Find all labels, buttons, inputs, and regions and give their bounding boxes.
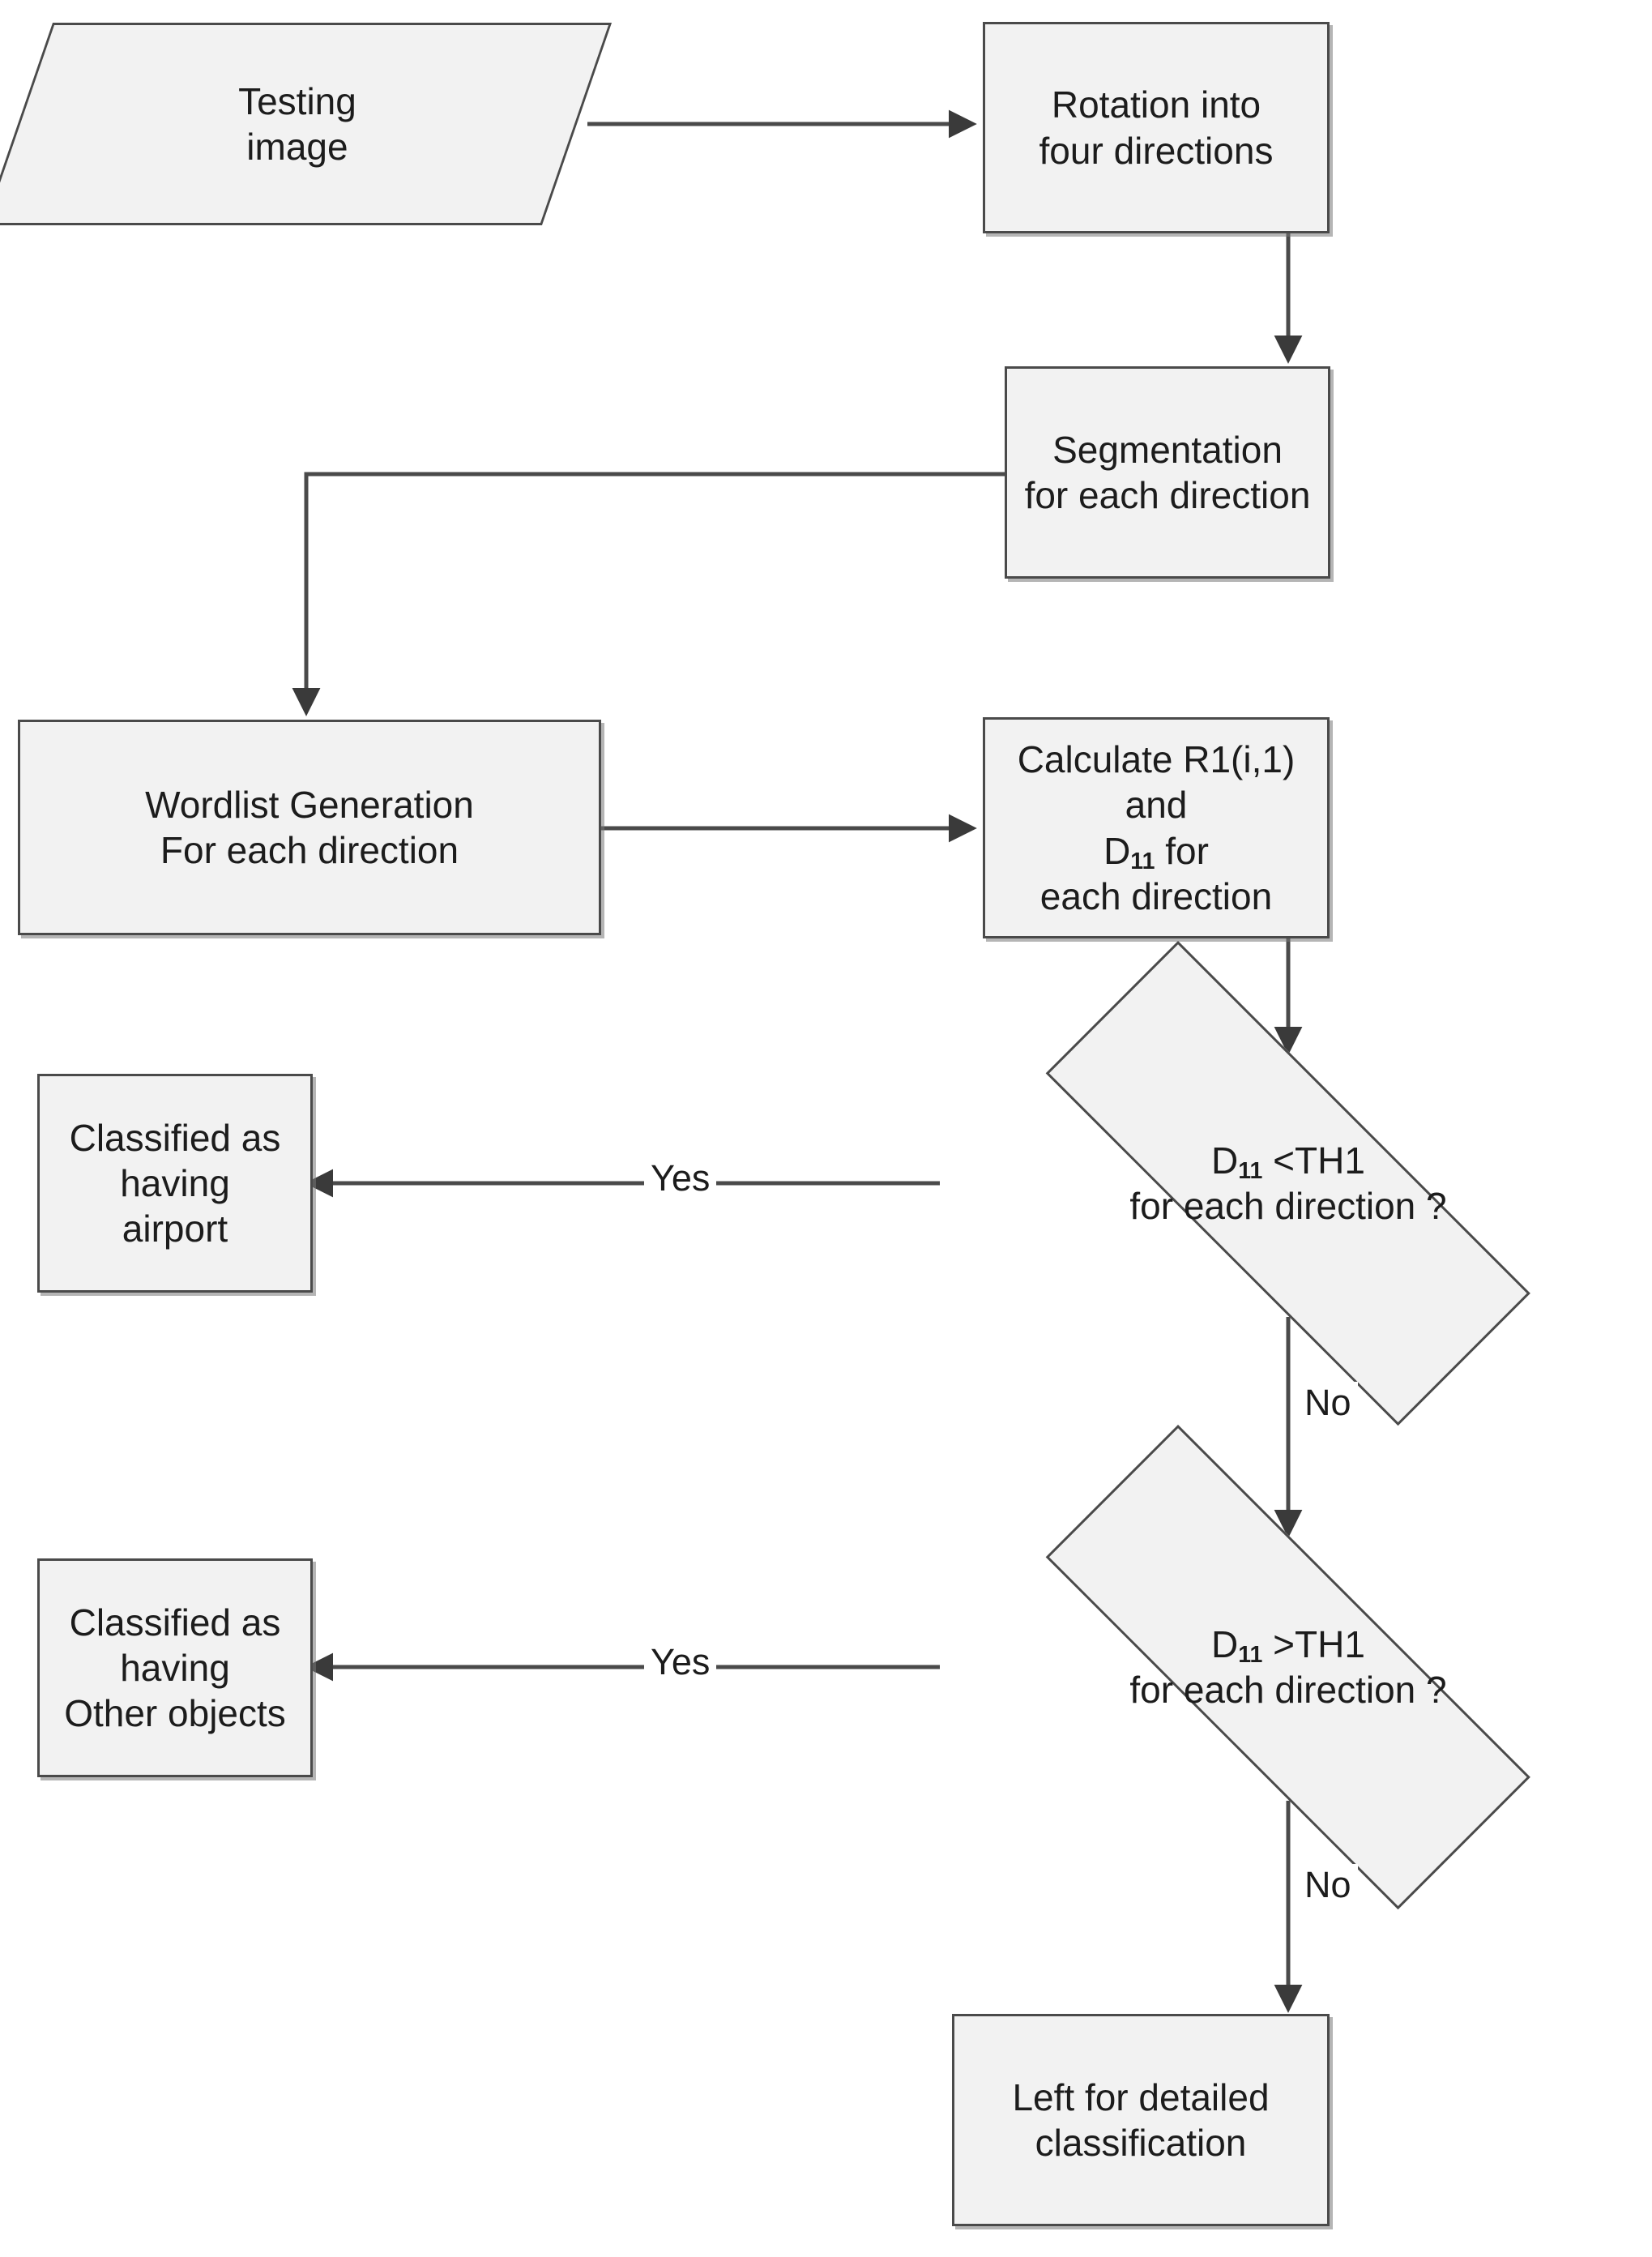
decision2-line1-suffix: >TH1 bbox=[1262, 1622, 1365, 1665]
node-decision-lt-th1[interactable]: D11 <TH1 for each direction ? bbox=[936, 941, 1641, 1426]
node-decision-gt-th1[interactable]: D11 >TH1 for each direction ? bbox=[936, 1425, 1641, 1909]
node-classified-airport-line1: Classified as having bbox=[69, 1116, 281, 1204]
node-classified-other-objects[interactable]: Classified as having Other objects bbox=[37, 1558, 313, 1777]
node-detailed-text: Left for detailed classification bbox=[954, 2075, 1327, 2165]
node-segmentation-text: Segmentation for each direction bbox=[1007, 427, 1328, 518]
node-calculate-line1: Calculate R1(i,1) and bbox=[1017, 738, 1296, 827]
decision1-text: D11 <TH1 for each direction ? bbox=[936, 1051, 1641, 1315]
node-calculate-text: Calculate R1(i,1) and D11 for each direc… bbox=[985, 737, 1327, 918]
decision1-line2: for each direction ? bbox=[1129, 1185, 1447, 1227]
decision1-line1-subscript: 11 bbox=[1238, 1158, 1263, 1185]
edge-segmentation-to-wordlist bbox=[292, 472, 1005, 716]
node-calculate-line3: each direction bbox=[1039, 874, 1273, 917]
node-calculate-line2-suffix: for bbox=[1155, 829, 1209, 872]
node-calculate-line2-prefix: D bbox=[1103, 829, 1131, 872]
edge-label-yes-2: Yes bbox=[644, 1641, 717, 1683]
node-detailed-line1: Left for detailed bbox=[1012, 2075, 1270, 2118]
node-wordlist-text: Wordlist Generation For each direction bbox=[20, 782, 599, 873]
node-wordlist[interactable]: Wordlist Generation For each direction bbox=[18, 720, 601, 935]
decision2-text: D11 >TH1 for each direction ? bbox=[936, 1535, 1641, 1799]
edge-label-no-1: No bbox=[1298, 1382, 1358, 1424]
node-calculate-line2-subscript: 11 bbox=[1130, 848, 1155, 874]
node-detailed-line2: classification bbox=[1035, 2122, 1247, 2164]
node-rotation-text: Rotation into four directions bbox=[985, 82, 1327, 173]
node-calculate[interactable]: Calculate R1(i,1) and D11 for each direc… bbox=[983, 717, 1330, 938]
decision2-line1-subscript: 11 bbox=[1238, 1642, 1263, 1669]
decision2-line2: for each direction ? bbox=[1129, 1669, 1447, 1711]
decision2-line1-prefix: D bbox=[1211, 1622, 1239, 1665]
node-segmentation-line2: for each direction bbox=[1024, 474, 1311, 516]
node-classified-airport[interactable]: Classified as having airport bbox=[37, 1074, 313, 1293]
node-segmentation-line1: Segmentation bbox=[1052, 428, 1283, 471]
node-classified-airport-line2: airport bbox=[122, 1208, 228, 1250]
node-classified-other-line1: Classified as having bbox=[69, 1601, 281, 1689]
node-testing-image-line1: Testing bbox=[238, 79, 356, 122]
node-testing-image-line2: image bbox=[246, 126, 348, 168]
node-rotation-line1: Rotation into bbox=[1051, 83, 1261, 126]
node-testing-image-text: Testing image bbox=[20, 79, 574, 169]
decision1-line1-prefix: D bbox=[1211, 1139, 1239, 1182]
node-rotation[interactable]: Rotation into four directions bbox=[983, 22, 1330, 233]
edge-label-yes-1: Yes bbox=[644, 1157, 717, 1199]
node-classified-airport-text: Classified as having airport bbox=[40, 1115, 310, 1251]
node-testing-image[interactable]: Testing image bbox=[0, 23, 613, 225]
decision1-line1-suffix: <TH1 bbox=[1262, 1139, 1365, 1182]
node-wordlist-line2: For each direction bbox=[160, 829, 459, 871]
node-classified-other-text: Classified as having Other objects bbox=[40, 1600, 310, 1736]
node-rotation-line2: four directions bbox=[1039, 129, 1274, 172]
node-left-for-detailed-classification[interactable]: Left for detailed classification bbox=[952, 2014, 1330, 2226]
edge-label-no-2: No bbox=[1298, 1864, 1358, 1906]
node-wordlist-line1: Wordlist Generation bbox=[145, 783, 474, 826]
node-classified-other-line2: Other objects bbox=[64, 1692, 286, 1735]
node-segmentation[interactable]: Segmentation for each direction bbox=[1005, 366, 1330, 579]
